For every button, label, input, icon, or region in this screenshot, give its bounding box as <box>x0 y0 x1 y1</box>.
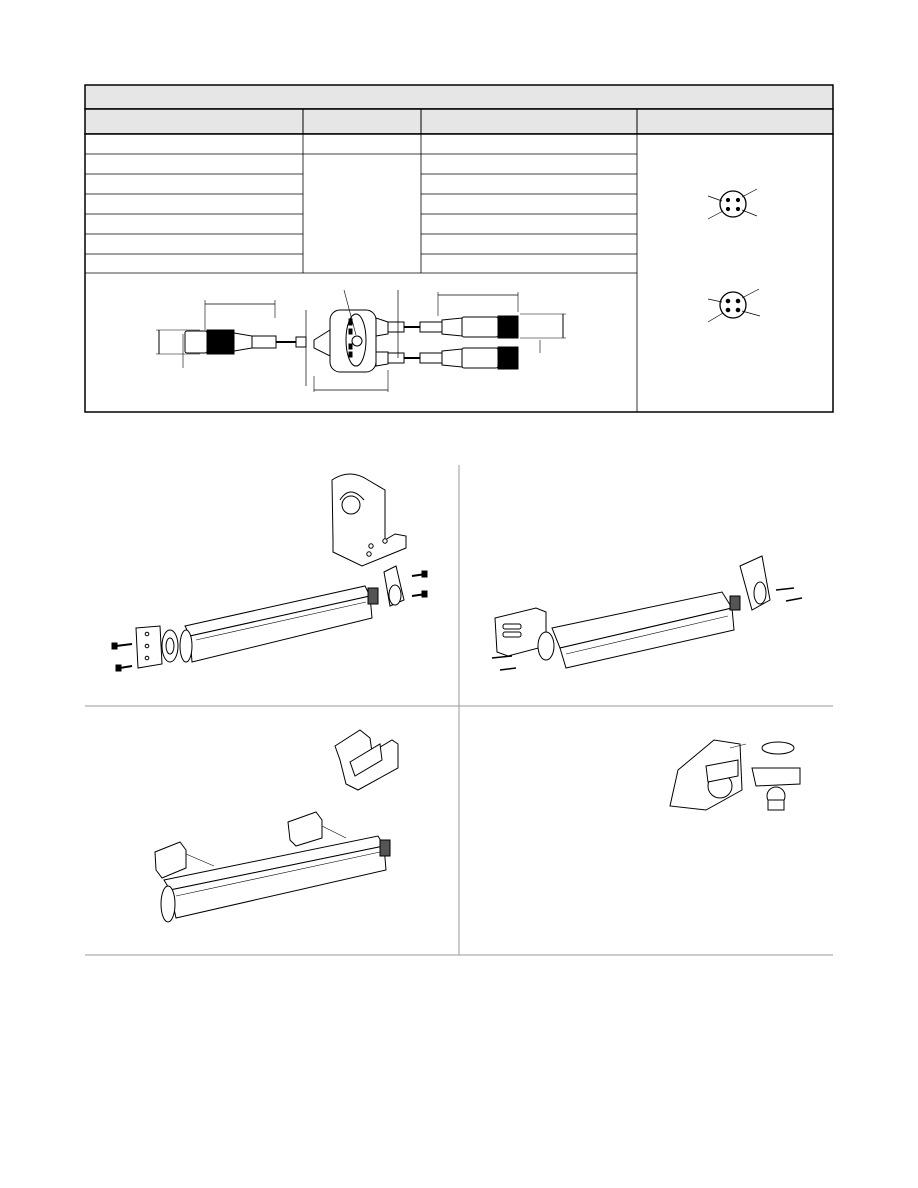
table-rows <box>85 153 637 274</box>
mounting-grid <box>85 465 833 956</box>
clip-mount-figure <box>154 729 399 923</box>
pinout-female-icon <box>707 188 758 220</box>
bracket-mount-figure-1 <box>111 473 428 672</box>
cable-table <box>84 84 834 413</box>
table-title-bar <box>84 84 834 110</box>
swivel-mount-figure <box>669 739 801 811</box>
table-header-row <box>84 108 834 135</box>
bracket-mount-figure-2 <box>491 555 803 671</box>
splitter-cable-drawing <box>156 289 566 392</box>
pinout-male-icon <box>707 288 761 323</box>
